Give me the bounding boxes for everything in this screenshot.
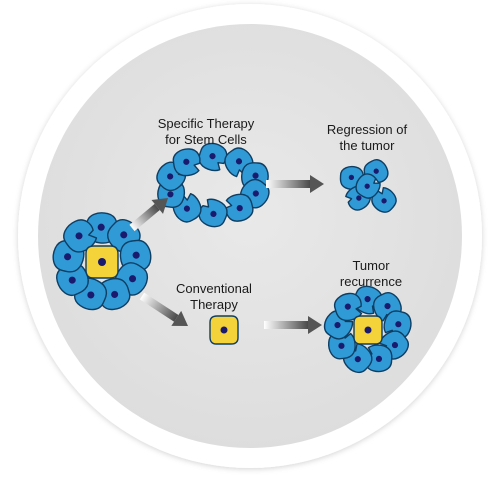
nucleus-icon [354,356,361,363]
nucleus-icon [252,172,259,179]
regression-cell [371,187,397,213]
nucleus-icon [64,253,72,261]
nucleus-icon [98,258,106,266]
label-conventional-therapy: Conventional Therapy [176,281,252,312]
arrow-to-regression [266,175,324,193]
nucleus-icon [236,205,243,212]
arrow-to-recurrence [264,316,322,334]
nucleus-icon [167,191,174,198]
nucleus-icon [167,173,174,180]
surviving-stem-cell [209,315,239,345]
arrow-to-conventional-therapy [139,292,188,326]
nucleus-icon [375,355,383,362]
nucleus-icon [344,303,351,310]
nucleus-icon [391,342,399,349]
nucleus-icon [209,153,216,160]
nucleus-icon [120,231,128,239]
nucleus-icon [183,205,191,212]
nucleus-icon [384,302,391,310]
nucleus-icon [364,183,370,189]
arrow-to-specific-therapy [129,197,169,232]
label-regression: Regression of the tumor [326,122,408,153]
therapy-ring-cell [198,198,228,228]
nucleus-icon [75,232,83,240]
recurrence-cell [383,310,412,340]
nucleus-icon [97,223,105,231]
nucleus-icon [132,251,140,259]
nucleus-icon [111,290,119,298]
recurrence-stem-cell [353,315,383,345]
nucleus-icon [373,168,379,174]
nucleus-icon [356,195,362,201]
therapy-ring-cell [172,148,201,177]
stem-cell [85,245,119,279]
recurrence-cell [364,344,393,373]
nucleus-icon [252,190,259,197]
nucleus-icon [381,198,387,204]
nucleus-icon [364,326,372,334]
nucleus-icon [348,174,355,181]
tumor-cell [52,239,85,273]
label-tumor-recurrence: Tumor recurrence [339,258,403,289]
tumor-cell [63,219,98,253]
nucleus-icon [183,158,190,165]
nucleus-icon [210,210,217,217]
nucleus-icon [334,321,341,329]
label-specific-therapy: Specific Therapy for Stem Cells [157,116,255,147]
recurrence-cell [333,292,363,322]
nucleus-icon [220,326,228,334]
therapy-ring-cell [225,193,254,222]
nucleus-icon [68,276,76,284]
nucleus-icon [235,158,243,165]
nucleus-icon [338,342,345,349]
nucleus-icon [129,275,137,283]
nucleus-icon [395,321,402,328]
nucleus-icon [364,296,371,303]
nucleus-icon [87,291,95,299]
regression-cell [355,173,381,199]
